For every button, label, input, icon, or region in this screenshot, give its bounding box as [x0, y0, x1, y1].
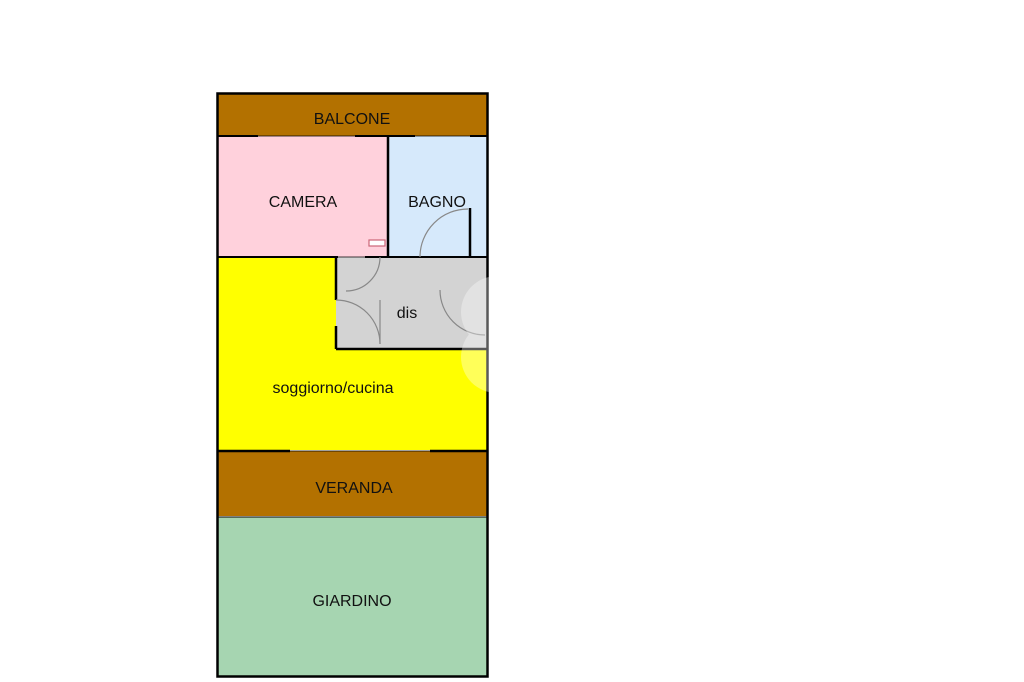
- label-bagno: BAGNO: [408, 194, 466, 211]
- room-veranda: [218, 451, 487, 516]
- label-veranda: VERANDA: [315, 480, 393, 497]
- label-camera: CAMERA: [269, 194, 338, 211]
- label-giardino: GIARDINO: [312, 593, 391, 610]
- doors: [335, 208, 486, 345]
- walls: [216, 92, 489, 678]
- room-balcone: [218, 94, 487, 136]
- room-camera: [218, 136, 388, 257]
- label-soggiorno: soggiorno/cucina: [273, 380, 394, 397]
- watermark-logo: [461, 276, 533, 393]
- room-giardino: [218, 517, 487, 676]
- label-balcone: BALCONE: [314, 111, 390, 128]
- room-dis: [336, 257, 487, 349]
- label-dis: dis: [397, 305, 417, 322]
